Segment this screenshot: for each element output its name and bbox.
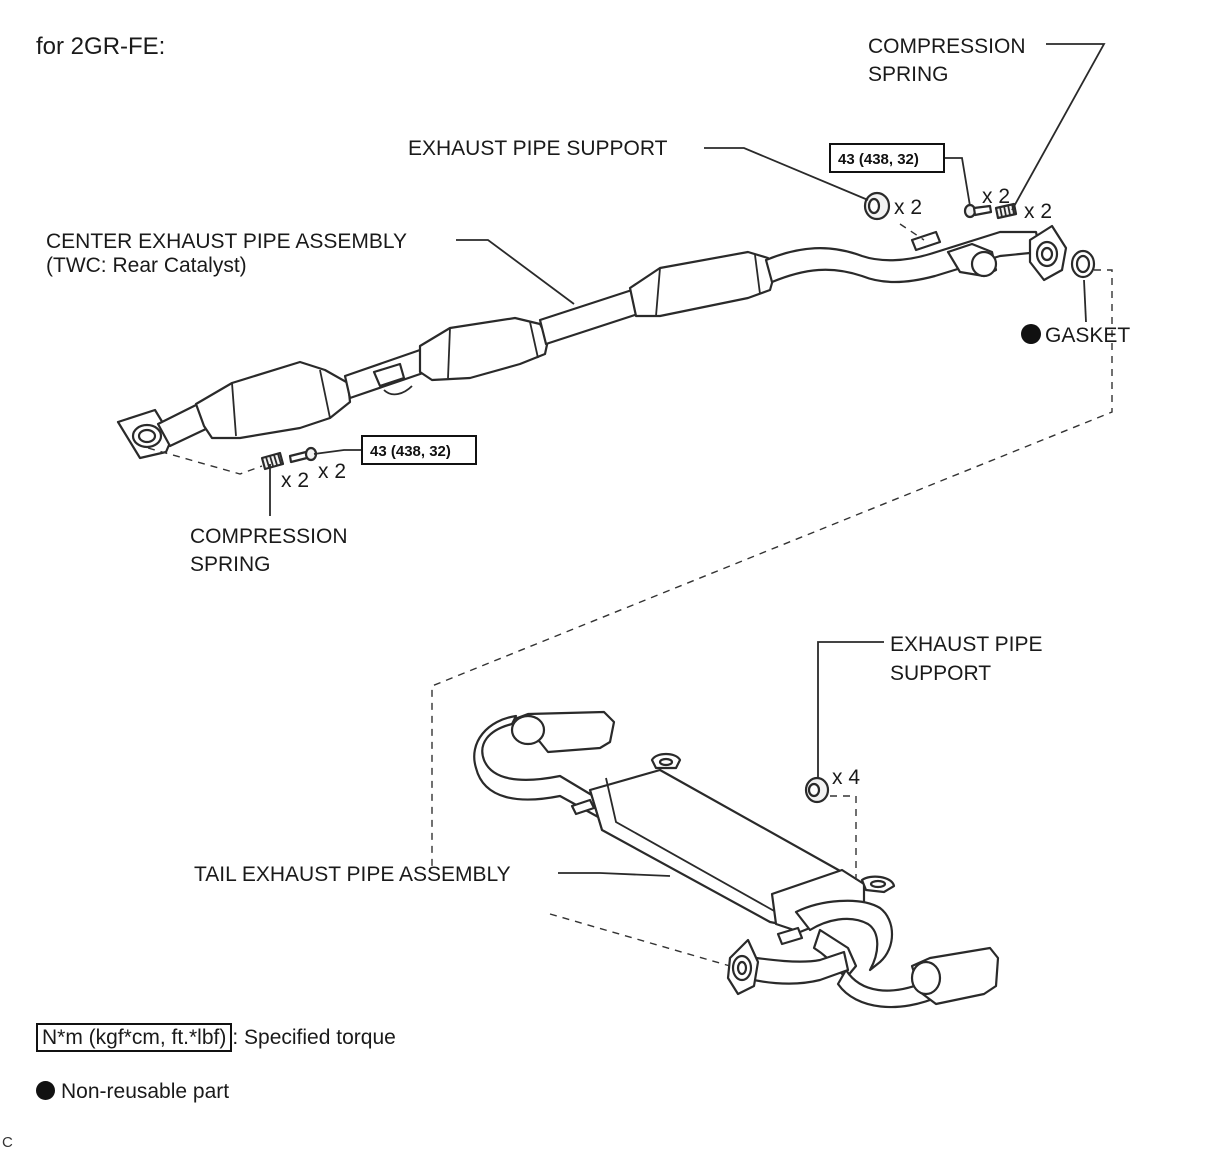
label-compression-spring-top: COMPRESSION SPRING [868,35,1031,86]
dash-gasket-to-tail [431,269,1113,870]
legend-torque-unit: N*m (kgf*cm, ft.*lbf) [36,1023,233,1052]
leader-compression-spring-top [1011,43,1106,211]
leader-tail-exhaust-pipe [558,872,671,877]
gasket-part [1070,249,1096,279]
leader-exhaust-pipe-support-top [704,147,869,201]
footer-mark: C [2,1134,13,1151]
dash-front-flange [147,447,263,475]
flange-bolt-top [963,203,993,219]
leader-torque-bottom [313,449,362,455]
legend-non-reusable: Non-reusable part [36,1080,229,1104]
legend-torque-desc: : Specified torque [232,1026,396,1049]
qty-bolt-top: x 2 [982,185,1010,208]
leader-exhaust-pipe-support-bottom [817,641,884,778]
label-exhaust-pipe-support-top: EXHAUST PIPE SUPPORT [408,137,668,160]
label-gasket-group: GASKET [1021,324,1130,347]
label-gasket: GASKET [1045,324,1130,347]
torque-box-bottom: 43 (438, 32) [361,435,477,465]
dash-hanger-top [899,223,925,241]
flange-bolt-bottom [288,446,318,464]
qty-spring-top: x 2 [1024,200,1052,223]
dash-support-bottom [830,795,857,880]
label-exhaust-pipe-support-bottom: EXHAUST PIPE SUPPORT [890,633,1048,685]
exhaust-pipe-support-bottom-part [804,776,830,804]
dash-tail-flange [549,913,731,967]
compression-spring-top-part [994,202,1018,220]
label-tail-exhaust-pipe: TAIL EXHAUST PIPE ASSEMBLY [194,863,511,886]
torque-value-bottom: 43 (438, 32) [370,443,451,460]
exhaust-pipe-support-top-part [863,191,891,221]
qty-spring-bottom: x 2 [281,469,309,492]
legend-torque: N*m (kgf*cm, ft.*lbf): Specified torque [36,1023,396,1052]
qty-support-bottom: x 4 [832,766,860,789]
torque-value-top: 43 (438, 32) [838,151,919,168]
diagram-title: for 2GR-FE: [36,33,165,60]
non-reusable-dot-icon [36,1081,55,1100]
leader-gasket [1083,279,1087,323]
center-exhaust-pipe-assembly [116,224,1068,460]
torque-box-top: 43 (438, 32) [829,143,945,173]
compression-spring-bottom-part [260,451,285,471]
leader-center-exhaust-pipe [456,239,575,305]
leader-torque-top [944,157,971,207]
tail-exhaust-pipe-assembly [473,710,1000,1009]
qty-bolt-bottom: x 2 [318,460,346,483]
non-reusable-dot-icon [1021,324,1041,344]
qty-support-top: x 2 [894,196,922,219]
label-center-exhaust-pipe: CENTER EXHAUST PIPE ASSEMBLY (TWC: Rear … [46,230,412,277]
legend-non-reusable-text: Non-reusable part [61,1080,230,1103]
label-compression-spring-bottom: COMPRESSION SPRING [190,525,353,576]
